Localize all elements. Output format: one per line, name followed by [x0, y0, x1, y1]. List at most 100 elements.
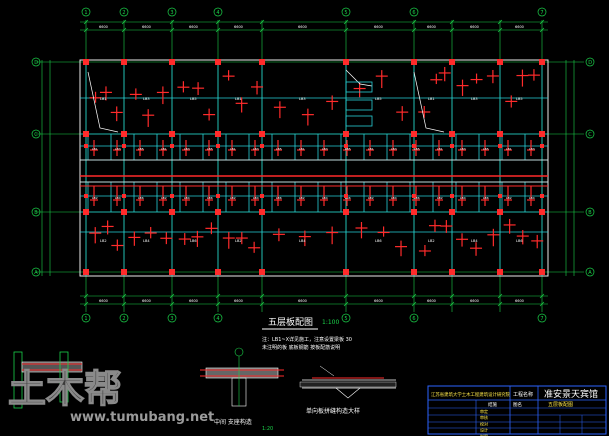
column [539, 131, 545, 137]
column [449, 59, 455, 65]
axis-bubble-top [341, 7, 351, 17]
dimension-value: 6600 [99, 299, 108, 303]
dimension-tick [259, 27, 265, 33]
slab-label: LB5 [190, 97, 197, 101]
slab-label: LB5 [414, 147, 420, 151]
slab-labels: LB1LB2LB3LB4LB5LB6LB1LB2LB3LB4LB5LB6LB1L… [92, 97, 535, 243]
column [344, 194, 348, 198]
column [497, 59, 503, 65]
slab-label: LB6 [138, 196, 144, 200]
dimension-tick [83, 19, 89, 25]
slab-label: LB4 [529, 196, 535, 200]
slab-label: LB2 [437, 196, 443, 200]
slab-label: LB1 [437, 147, 443, 151]
column [449, 209, 455, 215]
column [83, 269, 89, 275]
column [450, 194, 454, 198]
watermark-url: www.tumubang.net [70, 410, 214, 425]
slab-label: LB4 [143, 239, 150, 243]
dimension-tick [169, 19, 175, 25]
column [344, 144, 348, 148]
column [215, 59, 221, 65]
title-block-row-label: 制图 [480, 433, 488, 436]
slab-label: LB5 [483, 147, 489, 151]
axis-bubble-top [537, 7, 547, 17]
column [411, 59, 417, 65]
dimension-value: 6600 [298, 25, 307, 29]
slab-label: LB1 [506, 147, 512, 151]
axis-bubble-label: D [34, 60, 38, 66]
dimension-tick [449, 27, 455, 33]
slab-joint-detail [299, 365, 397, 399]
column [215, 209, 221, 215]
slab-label: LB2 [299, 196, 305, 200]
plan-scale: 1:100 [322, 319, 339, 326]
axis-bubble-top [119, 7, 129, 17]
plan-title: 五层板配图 [268, 316, 313, 328]
dimension-tick [121, 19, 127, 25]
dimension-value: 6600 [470, 299, 479, 303]
slab-label: LB6 [414, 196, 420, 200]
slab-label: LB6 [375, 239, 382, 243]
axis-bubble-left [31, 207, 41, 217]
slab-label: LB6 [483, 196, 489, 200]
dimension-tick [215, 19, 221, 25]
column [539, 269, 545, 275]
column [497, 269, 503, 275]
title-block [427, 385, 607, 435]
dimension-value: 6600 [427, 25, 436, 29]
slab-label: LB6 [516, 239, 523, 243]
dimension-tick [497, 293, 503, 299]
title-block-project-label: 工程名称 [513, 391, 533, 398]
axis-bubble-label: 1 [84, 316, 87, 322]
slab-label: LB3 [391, 147, 397, 151]
dimension-tick [259, 19, 265, 25]
slab-label: LB6 [276, 196, 282, 200]
dimension-tick [259, 293, 265, 299]
axis-bubble-top [213, 7, 223, 17]
detail-1-title: 中间 支座构造 [214, 418, 252, 426]
column [169, 59, 175, 65]
dimension-tick [539, 27, 545, 33]
axis-bubble-label: 6 [412, 316, 415, 322]
slab-label: LB1 [100, 97, 107, 101]
slab-label: LB4 [253, 196, 259, 200]
column [260, 144, 264, 148]
column [539, 209, 545, 215]
dimension-value: 6600 [142, 25, 151, 29]
dimension-tick [411, 301, 417, 307]
column [411, 131, 417, 137]
column [259, 209, 265, 215]
column [84, 144, 88, 148]
dimension-tick [449, 19, 455, 25]
slab-label: LB2 [100, 239, 107, 243]
slab-label: LB2 [92, 196, 98, 200]
dimension-value: 6600 [427, 299, 436, 303]
column [498, 194, 502, 198]
column [450, 144, 454, 148]
slab-label: LB1 [368, 147, 374, 151]
axis-bubble-top [409, 7, 419, 17]
dimension-tick [259, 301, 265, 307]
dimension-value: 6600 [515, 299, 524, 303]
column [170, 194, 174, 198]
slab-label: LB3 [299, 97, 306, 101]
column [121, 131, 127, 137]
detail-1-scale: 1:20 [262, 426, 273, 432]
slab-label: LB5 [375, 97, 382, 101]
watermark-logo: 土木帮 [8, 367, 122, 411]
slab-label: LB3 [460, 147, 466, 151]
dimension-value: 6600 [374, 25, 383, 29]
slab-label: LB6 [207, 196, 213, 200]
axis-bubble-bottom [119, 313, 129, 323]
axis-bubble-label: D [588, 60, 592, 66]
slab-label: LB5 [516, 97, 523, 101]
rebar-marks [80, 66, 548, 257]
dimension-value: 6600 [99, 25, 108, 29]
dimension-tick [215, 301, 221, 307]
dimension-value: 6600 [515, 25, 524, 29]
axis-bubble-top [81, 7, 91, 17]
slab-label: LB2 [161, 196, 167, 200]
title-block-company: 江苏省建筑大学土木工程建筑设计研究院 [431, 391, 511, 398]
